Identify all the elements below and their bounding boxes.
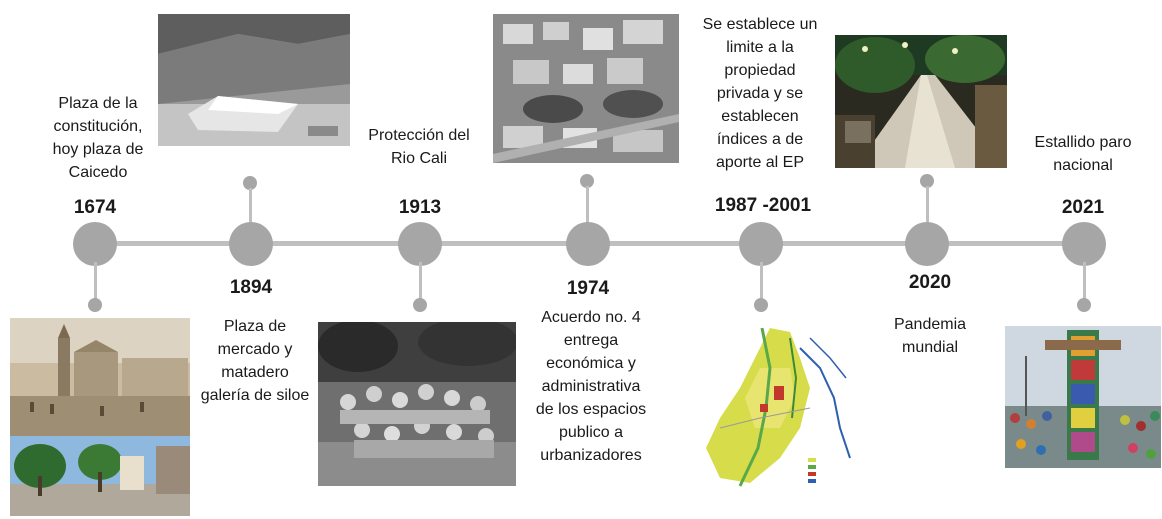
connector-stem-2020: [926, 186, 929, 226]
connector-stem-1987-2001: [760, 262, 763, 300]
timeline-node-1974: [566, 222, 610, 266]
connector-dot-1674: [88, 298, 102, 312]
group-in-river-photo: [318, 322, 516, 486]
event-label-1974: Acuerdo no. 4 entrega económica y admini…: [535, 309, 647, 464]
plaza-caicedo-historic-photo: [10, 318, 190, 436]
event-year-2021: 2021: [1061, 197, 1105, 218]
connector-stem-1913: [419, 262, 422, 300]
connector-stem-1974: [586, 186, 589, 226]
event-label-2021: Estallido paro nacional: [1034, 134, 1132, 174]
protest-monument-photo: [1005, 326, 1161, 468]
event-year-2020: 2020: [908, 272, 952, 293]
timeline-node-2021: [1062, 222, 1106, 266]
event-year-1987-2001: 1987 -2001: [714, 195, 812, 216]
event-label-1913: Protección del Rio Cali: [368, 127, 470, 167]
event-year-1913: 1913: [398, 197, 442, 218]
event-year-1674: 1674: [73, 197, 117, 218]
event-label-2020: Pandemia mundial: [893, 316, 967, 356]
urban-aerial-photo: [493, 14, 679, 163]
connector-dot-1974: [580, 174, 594, 188]
timeline-node-1894: [229, 222, 273, 266]
timeline-node-1674: [73, 222, 117, 266]
city-zoning-map: [700, 328, 860, 488]
connector-stem-2021: [1083, 262, 1086, 300]
event-label-1674: Plaza de la constitución, hoy plaza de C…: [52, 95, 144, 181]
event-year-1974: 1974: [566, 278, 610, 299]
night-boulevard-photo: [835, 35, 1007, 168]
connector-dot-2020: [920, 174, 934, 188]
timeline-node-1987-2001: [739, 222, 783, 266]
event-year-1894: 1894: [229, 277, 273, 298]
event-label-1987-2001: Se establece un limite a la propiedad pr…: [702, 16, 818, 171]
timeline-node-2020: [905, 222, 949, 266]
connector-stem-1674: [94, 262, 97, 300]
connector-dot-1913: [413, 298, 427, 312]
connector-dot-1987-2001: [754, 298, 768, 312]
market-building-aerial-photo: [158, 14, 350, 146]
timeline-node-1913: [398, 222, 442, 266]
connector-dot-2021: [1077, 298, 1091, 312]
event-label-1894: Plaza de mercado y matadero galería de s…: [200, 318, 310, 404]
connector-dot-1894: [243, 176, 257, 190]
connector-stem-1894: [249, 188, 252, 228]
plaza-caicedo-modern-photo: [10, 436, 190, 516]
